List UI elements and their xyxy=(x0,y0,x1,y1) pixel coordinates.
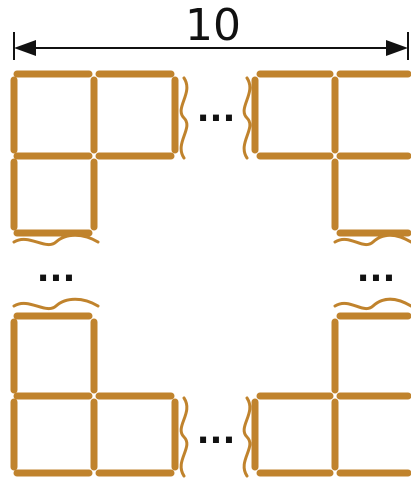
dimension-right-arrowhead xyxy=(386,40,408,56)
left-upper-break-mark xyxy=(12,233,100,247)
top-right-break-mark xyxy=(242,76,252,160)
matchsticks xyxy=(10,70,411,477)
bottom-gap-marker: ... xyxy=(197,412,236,452)
right-upper-break-mark xyxy=(333,233,411,247)
break-marks xyxy=(12,76,411,478)
dimension-arrow xyxy=(13,32,409,60)
left-lower-break-mark xyxy=(12,297,100,311)
dimension-left-arrowhead xyxy=(14,40,36,56)
top-gap-marker: ... xyxy=(197,90,236,130)
left-gap-marker: ... xyxy=(37,250,76,290)
right-gap-marker: ... xyxy=(357,250,396,290)
bottom-right-break-mark xyxy=(242,396,252,478)
bottom-left-break-mark xyxy=(179,396,189,478)
dimension-label: 10 xyxy=(185,0,241,51)
right-lower-break-mark xyxy=(333,297,411,311)
top-left-break-mark xyxy=(179,76,189,160)
